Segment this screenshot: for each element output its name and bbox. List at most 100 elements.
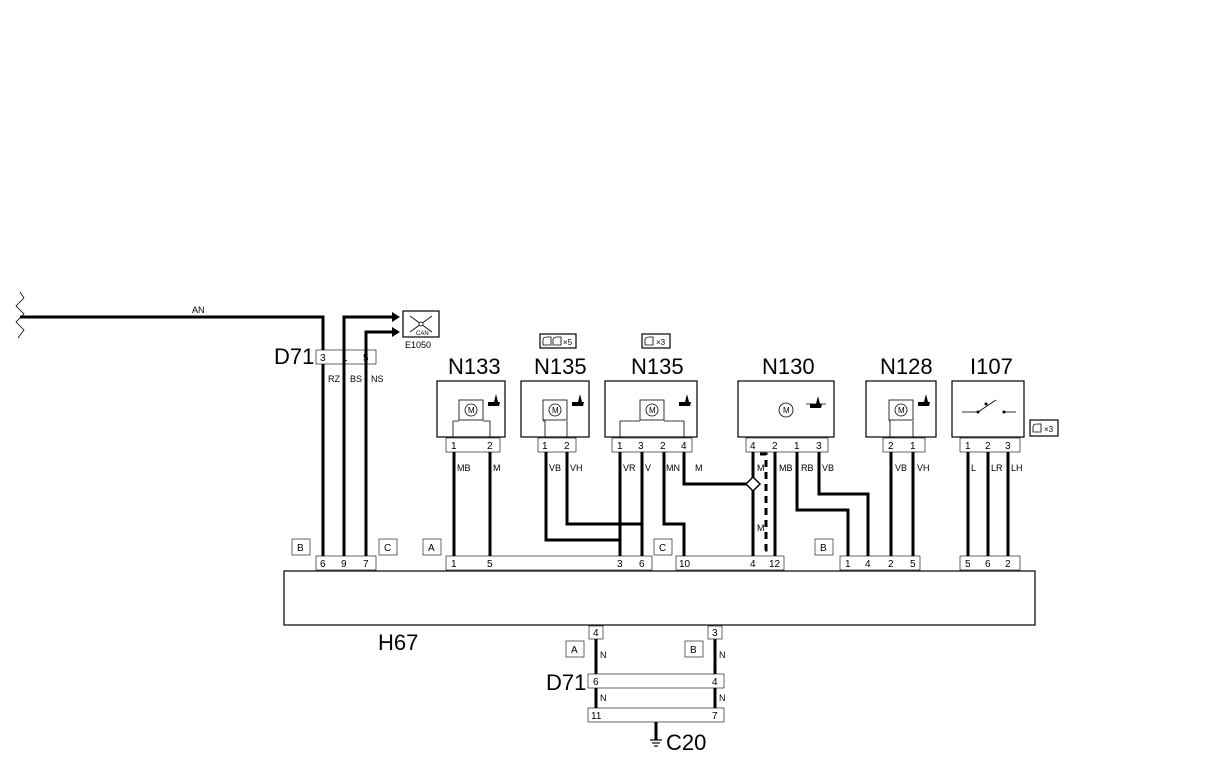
pin-row [959, 437, 1021, 453]
svg-text:3: 3 [712, 628, 718, 639]
splice-icon [744, 475, 762, 493]
motor-icon [645, 403, 659, 417]
component-h67-label: H67 [378, 630, 418, 655]
arrow-icon [392, 312, 400, 322]
svg-text:V: V [645, 463, 651, 473]
svg-text:B: B [820, 543, 827, 554]
can-node-icon: CAN [402, 310, 440, 338]
svg-text:A: A [571, 645, 578, 656]
svg-text:4: 4 [865, 559, 871, 570]
svg-text:×3: ×3 [656, 338, 666, 347]
svg-text:2: 2 [772, 441, 778, 452]
connector-d71-bottom-2 [587, 707, 725, 723]
svg-text:MB: MB [779, 463, 793, 473]
svg-text:5: 5 [910, 559, 916, 570]
svg-text:L: L [971, 463, 976, 473]
svg-text:2: 2 [564, 441, 570, 452]
svg-text:6: 6 [320, 559, 326, 570]
arrow-icon [392, 327, 400, 337]
svg-text:MB: MB [457, 463, 471, 473]
component-n130-label: N130 [762, 354, 815, 379]
seat-variant-badge: ×3 [641, 333, 671, 349]
connector-d71-top-label: D71 [274, 344, 314, 369]
svg-text:1: 1 [965, 441, 971, 452]
svg-text:M: M [468, 406, 475, 415]
wire-rb [795, 452, 850, 560]
can-label: CAN [416, 331, 429, 337]
seat-adjust-icon [918, 394, 930, 406]
h67-pin-row [445, 555, 653, 571]
svg-text:LH: LH [1011, 463, 1023, 473]
seat-adjust-icon [488, 394, 500, 406]
wire-vh [565, 452, 644, 560]
wire-mn [662, 452, 686, 560]
component-n128: M [865, 380, 937, 438]
seat-variant-badge: ×3 [1029, 419, 1059, 437]
component-i107 [951, 380, 1025, 438]
h67-pin-row [315, 555, 377, 571]
component-h67 [283, 570, 1036, 626]
component-n133-label: N133 [448, 354, 501, 379]
wire-label-rz: RZ [328, 374, 340, 384]
pin-row [882, 437, 926, 453]
svg-text:B: B [297, 543, 304, 554]
connector-letter-box [653, 538, 673, 556]
svg-text:N: N [719, 693, 726, 703]
component-n135a: M [520, 380, 590, 438]
seat-variant-badge: ×5 [539, 333, 577, 349]
motor-icon [778, 402, 794, 418]
motor-icon [894, 403, 908, 417]
svg-text:LR: LR [991, 463, 1003, 473]
svg-text:6: 6 [593, 677, 599, 688]
wire-label-an: AN [192, 305, 205, 315]
svg-text:12: 12 [769, 559, 781, 570]
connector-d71-bottom [587, 673, 725, 689]
connector-letter-box [378, 538, 398, 556]
svg-text:10: 10 [679, 559, 691, 570]
svg-text:M: M [695, 463, 703, 473]
h67-pin-row [839, 555, 921, 571]
svg-text:11: 11 [591, 711, 602, 722]
svg-text:7: 7 [363, 559, 369, 570]
svg-text:9: 9 [341, 559, 347, 570]
svg-text:4: 4 [750, 559, 756, 570]
connector-letter-box [684, 640, 704, 658]
svg-text:M: M [757, 523, 765, 533]
connector-letter-box [422, 538, 442, 556]
component-n135b-label: N135 [631, 354, 684, 379]
pin-row [745, 437, 829, 453]
wire-bs [342, 315, 392, 560]
wire-dashed [760, 452, 768, 552]
svg-text:2: 2 [1005, 559, 1011, 570]
svg-text:M: M [493, 463, 501, 473]
svg-text:VH: VH [917, 463, 930, 473]
svg-text:M: M [783, 406, 790, 415]
svg-text:3: 3 [816, 441, 822, 452]
svg-text:4: 4 [681, 441, 687, 452]
svg-text:N: N [600, 693, 607, 703]
svg-text:3: 3 [638, 441, 644, 452]
svg-text:4: 4 [750, 441, 756, 452]
pin-row [537, 437, 577, 453]
svg-text:VB: VB [549, 463, 561, 473]
svg-text:7: 7 [712, 711, 718, 722]
component-n128-label: N128 [880, 354, 933, 379]
svg-text:C: C [659, 543, 666, 554]
svg-text:1: 1 [542, 441, 548, 452]
svg-text:1: 1 [451, 441, 457, 452]
ground-icon [650, 739, 662, 747]
connector-letter-box [291, 538, 311, 556]
h67-pin-row [675, 555, 785, 571]
connector-d71-top [315, 349, 377, 365]
wire-vb-n130 [817, 452, 870, 560]
component-n130: M [737, 380, 835, 438]
svg-text:2: 2 [487, 441, 493, 452]
component-n135b: M [604, 380, 698, 438]
svg-text:M: M [649, 406, 656, 415]
wire-break-mark [15, 291, 25, 339]
svg-text:1: 1 [910, 441, 916, 452]
motor-icon [464, 403, 478, 417]
svg-text:4: 4 [712, 677, 718, 688]
svg-text:M: M [757, 463, 765, 473]
ground-c20-label: C20 [666, 730, 706, 755]
